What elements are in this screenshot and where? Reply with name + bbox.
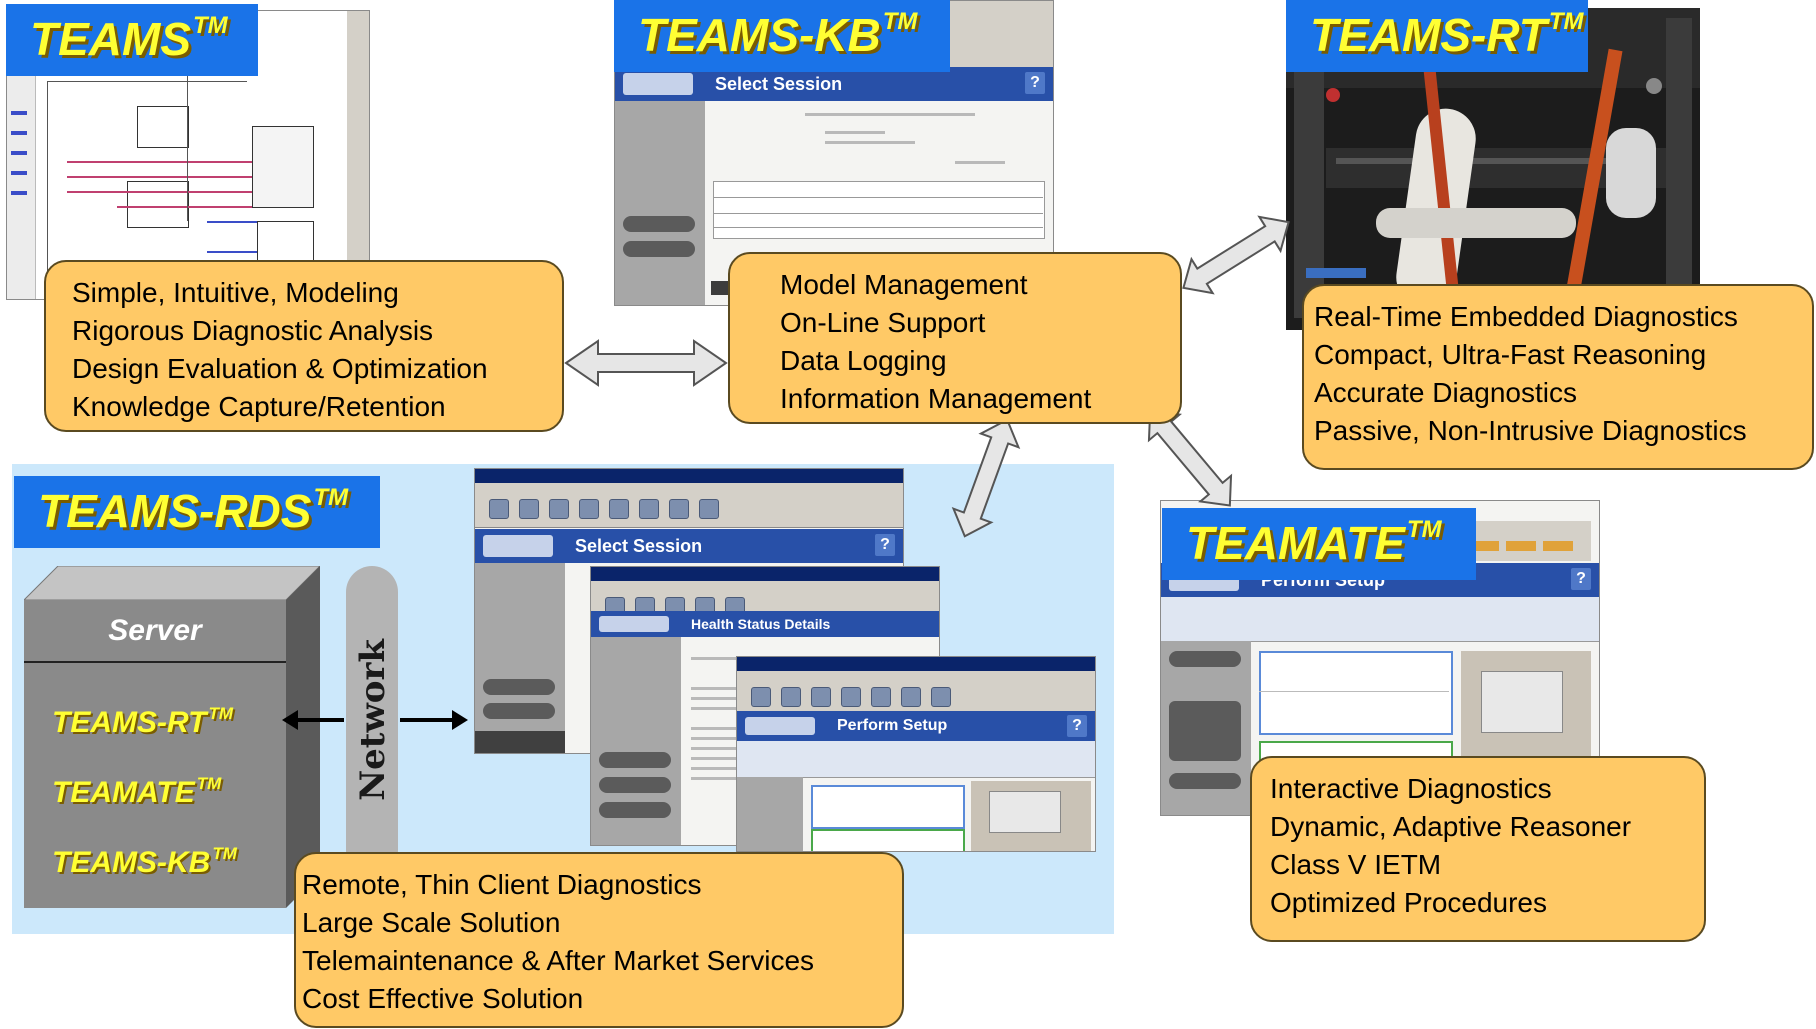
teams-feature: Simple, Intuitive, Modeling — [72, 277, 399, 308]
network-arrows — [282, 710, 468, 730]
teams-feature: Design Evaluation & Optimization — [72, 353, 488, 384]
teamate-feature: Interactive Diagnostics — [1270, 773, 1552, 804]
server-box — [24, 566, 320, 908]
kb-feature: On-Line Support — [780, 307, 986, 338]
teamate-title: TEAMATETM — [1162, 508, 1476, 580]
rds-feature: Large Scale Solution — [302, 907, 561, 938]
teamate-feature: Dynamic, Adaptive Reasoner — [1270, 811, 1632, 842]
arrow-kb-teamate — [1147, 409, 1233, 507]
arrow-kb-rt — [1182, 215, 1290, 295]
rds-feature: Cost Effective Solution — [302, 983, 584, 1014]
teams-feature: Knowledge Capture/Retention — [72, 391, 446, 422]
rt-feature: Passive, Non-Intrusive Diagnostics — [1314, 415, 1747, 446]
kb-feature: Model Management — [780, 269, 1028, 300]
teamate-feature: Optimized Procedures — [1270, 887, 1548, 918]
rds-feature: Remote, Thin Client Diagnostics — [302, 869, 702, 900]
rt-feature: Accurate Diagnostics — [1314, 377, 1578, 408]
teams-rds-title: TEAMS-RDSTM — [14, 476, 380, 548]
rt-feature: Compact, Ultra-Fast Reasoning — [1314, 339, 1707, 370]
teams-rt-title: TEAMS-RTTM — [1286, 0, 1588, 72]
kb-feature: Information Management — [780, 383, 1092, 414]
rds-features: Remote, Thin Client Diagnostics Large Sc… — [294, 852, 904, 1028]
teamate-feature: Class V IETM — [1270, 849, 1442, 880]
teams-feature: Rigorous Diagnostic Analysis — [72, 315, 434, 346]
server-label: Server — [108, 614, 202, 647]
teams-kb-title: TEAMS-KBTM — [614, 0, 950, 72]
rds-perform-setup-screenshot: Perform Setup ? — [736, 656, 1096, 852]
teams-title: TEAMSTM — [6, 4, 258, 76]
kb-features: Model Management On-Line Support Data Lo… — [728, 252, 1182, 424]
rt-feature: Real-Time Embedded Diagnostics — [1314, 301, 1738, 332]
kb-feature: Data Logging — [780, 345, 947, 376]
network-cloud — [346, 566, 398, 876]
arrow-teams-kb — [564, 339, 728, 387]
rt-features: Real-Time Embedded Diagnostics Compact, … — [1302, 284, 1814, 470]
rds-feature: Telemaintenance & After Market Services — [302, 945, 815, 976]
teams-features: Simple, Intuitive, Modeling Rigorous Dia… — [44, 260, 564, 432]
arrow-kb-rds — [951, 418, 1021, 538]
teamate-features: Interactive Diagnostics Dynamic, Adaptiv… — [1250, 756, 1706, 942]
